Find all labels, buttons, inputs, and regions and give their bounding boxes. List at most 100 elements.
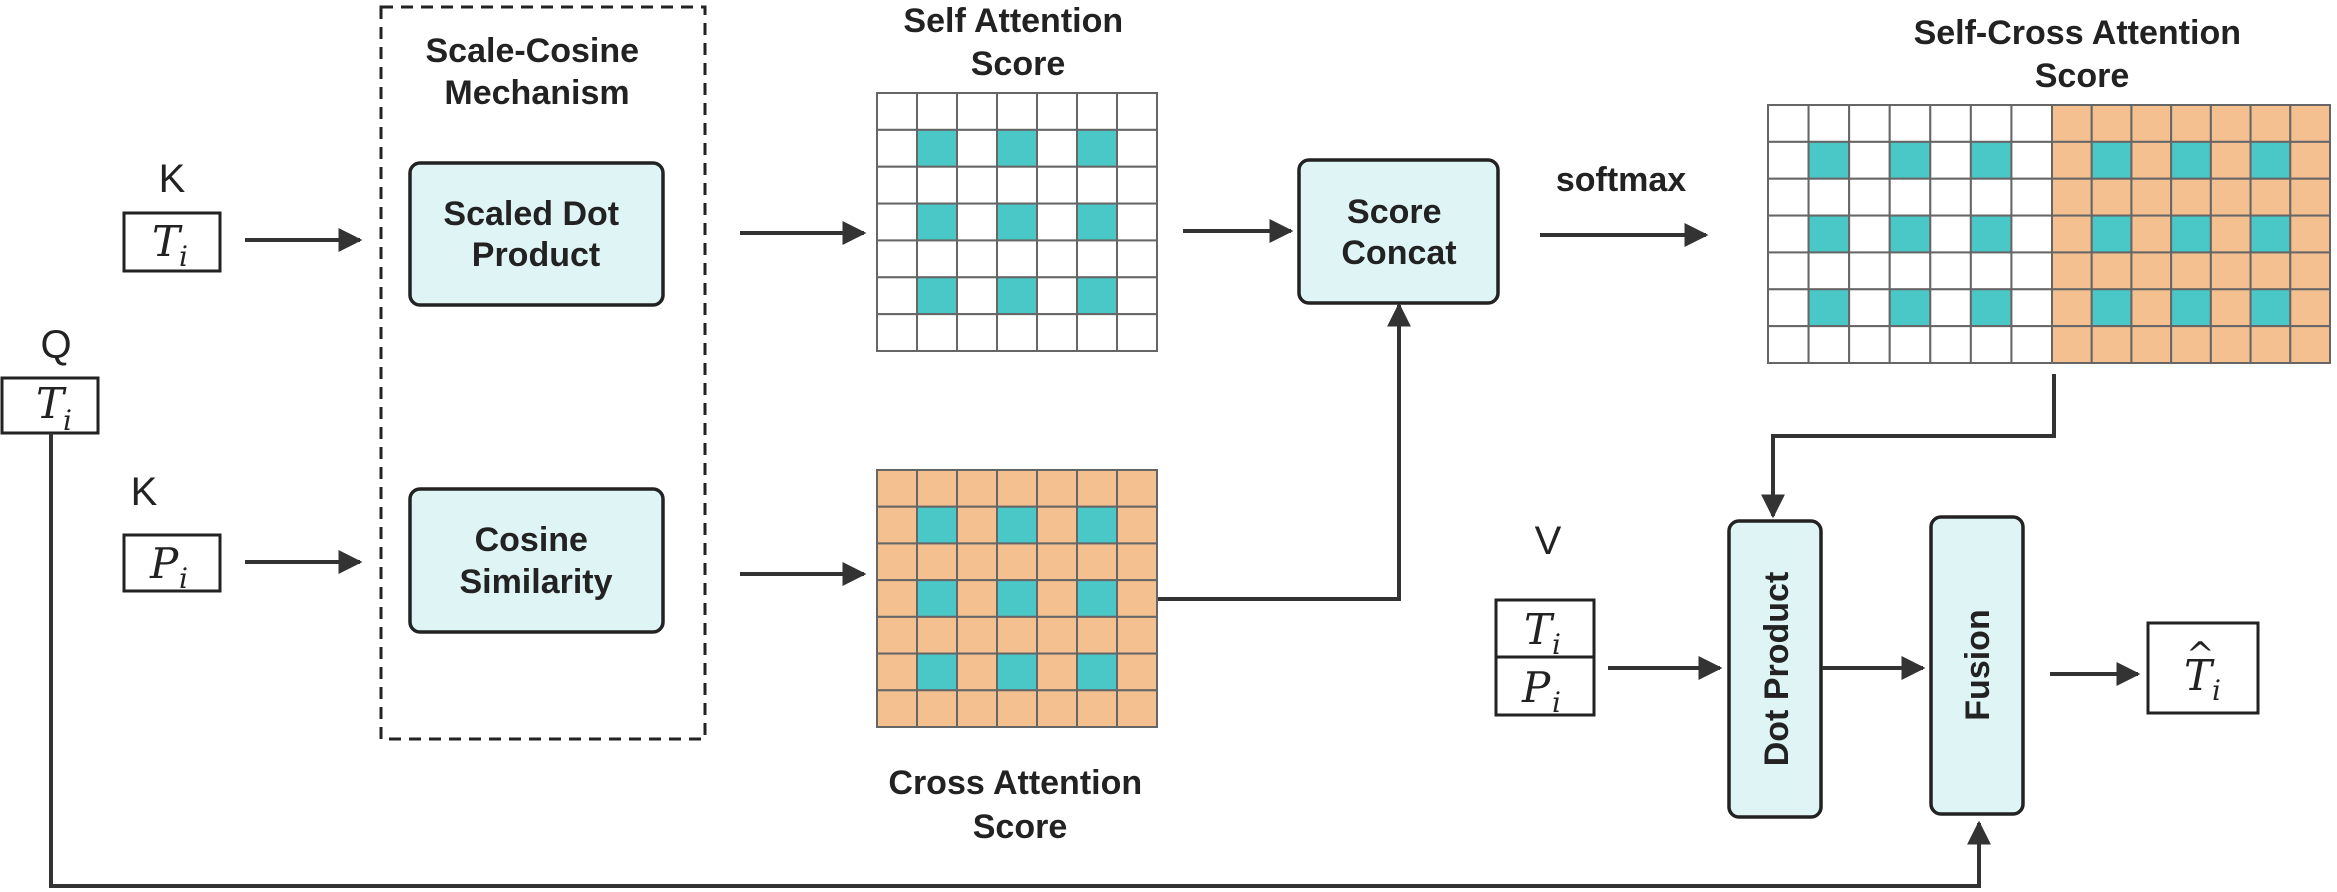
matrix-cell [876,313,918,353]
svg-text:i: i [179,240,188,273]
matrix-cell [2209,177,2252,217]
matrix-cell [1116,92,1158,131]
matrix-cell [876,579,918,618]
matrix-cell [1807,325,1851,365]
matrix-cell [876,652,918,692]
matrix-cell [1767,214,1810,254]
q-label: Q [40,323,71,367]
highlighted-cell [2170,140,2212,180]
mechanism-title: Scale-Cosine Mechanism [426,32,649,112]
matrix-cell [1767,251,1810,291]
k2-input-box: P i [122,533,222,595]
matrix-cell [1767,140,1810,180]
matrix-cell [916,165,958,205]
matrix-cell [2130,325,2173,365]
matrix-cell [1807,104,1851,143]
matrix-cell [2289,325,2332,365]
svg-text:i: i [1552,628,1561,661]
highlighted-cell [2090,140,2133,180]
matrix-cell [2289,251,2332,291]
cross-attention-score-title: Cross Attention Score [888,764,1151,846]
svg-text:P: P [149,539,179,588]
highlighted-cell [2170,214,2212,254]
k1-input-box: T i [122,211,222,273]
matrix-cell [1036,128,1078,168]
svg-text:Fusion: Fusion [1959,609,1997,720]
matrix-cell [2010,177,2054,217]
matrix-cell [876,92,918,131]
matrix-cell [1969,177,2013,217]
svg-text:T: T [36,379,67,428]
matrix-cell [1116,615,1158,655]
dot-product-box: Dot Product [1727,519,1823,819]
highlighted-cell [1076,128,1118,168]
matrix-cell [1929,104,1972,143]
cosine-similarity-box: Cosine Similarity [408,487,665,634]
matrix-cell [1969,325,2013,365]
highlighted-cell [1076,276,1118,316]
matrix-cell [1036,313,1078,353]
svg-text:Cosine Similarity: Cosine Similarity [459,521,612,601]
highlighted-cell [1969,214,2013,254]
cross-attention-matrix [876,469,1158,728]
highlighted-cell [2090,288,2133,328]
matrix-cell [1969,251,2013,291]
matrix-cell [2130,177,2173,217]
highlighted-cell [996,652,1038,692]
svg-text:i: i [179,562,188,595]
matrix-cell [916,615,958,655]
highlighted-cell [1076,505,1118,545]
matrix-cell [1929,288,1972,328]
matrix-cell [2289,214,2332,254]
matrix-cell [1116,652,1158,692]
matrix-cell [2130,214,2173,254]
svg-text:i: i [2212,674,2221,707]
matrix-cell [1929,214,1972,254]
matrix-cell [1767,288,1810,328]
matrix-cell [956,202,998,242]
matrix-cell [956,313,998,353]
svg-text:T: T [152,217,183,266]
matrix-cell [2289,104,2332,143]
matrix-cell [2130,288,2173,328]
matrix-cell [2010,325,2054,365]
self-attention-score-title: Self Attention Score [903,2,1132,83]
matrix-cell [2051,214,2093,254]
svg-text:Scaled Dot Product: Scaled Dot Product [443,195,628,274]
matrix-cell [2209,104,2252,143]
matrix-cell [1116,579,1158,618]
q-input-box: T i [0,376,100,437]
matrix-cell [996,239,1038,279]
matrix-cell [956,505,998,545]
matrix-cell [876,689,918,728]
matrix-cell [956,276,998,316]
matrix-cell [2209,251,2252,291]
self-attention-matrix [876,92,1158,353]
matrix-cell [1807,251,1851,291]
matrix-cell [996,469,1038,508]
matrix-cell [956,128,998,168]
matrix-cell [1076,165,1118,205]
highlighted-cell [996,505,1038,545]
matrix-cell [1036,615,1078,655]
matrix-cell [1116,313,1158,353]
arrow-q-to-fusion [49,433,1991,888]
matrix-cell [916,469,958,508]
highlighted-cell [2170,288,2212,328]
matrix-cell [876,469,918,508]
highlighted-cell [916,276,958,316]
matrix-cell [2209,214,2252,254]
matrix-cell [1848,288,1891,328]
matrix-cell [956,239,998,279]
matrix-cell [1848,177,1891,217]
highlighted-cell [1888,214,1932,254]
matrix-cell [956,689,998,728]
scale-cosine-mechanism-frame [379,5,707,741]
matrix-cell [996,165,1038,205]
matrix-cell [1888,251,1932,291]
matrix-cell [2090,177,2133,217]
highlighted-cell [1969,140,2013,180]
matrix-cell [1888,104,1932,143]
matrix-cell [2289,140,2332,180]
